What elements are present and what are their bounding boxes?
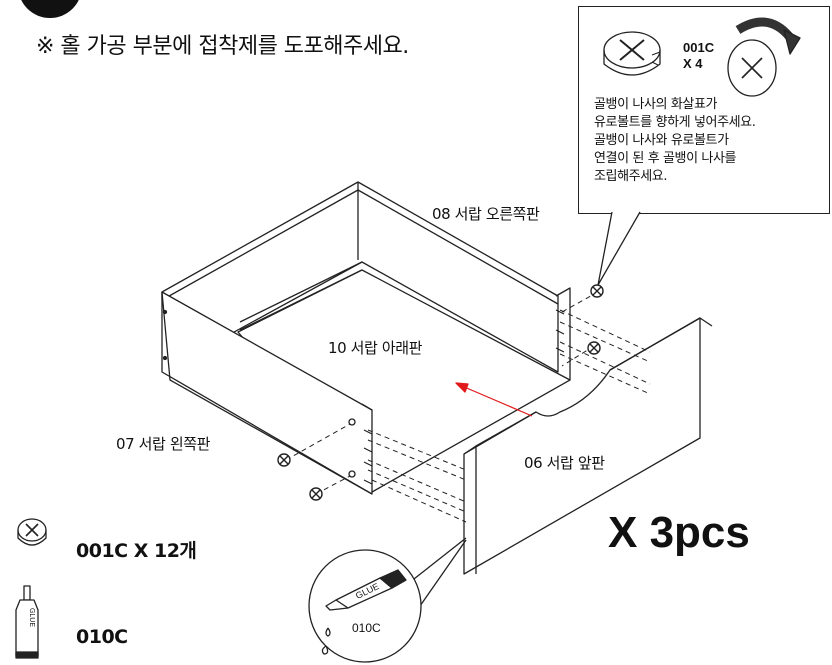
callout-note-line: 유로볼트를 향하게 넣어주세요. bbox=[594, 115, 756, 130]
label-left-panel: 07 서랍 왼쪽판 bbox=[116, 435, 211, 453]
part-label-glue: 010C bbox=[76, 626, 128, 648]
glue-instruction: ※ 홀 가공 부분에 접착제를 도포해주세요. bbox=[36, 34, 409, 59]
step-number-badge bbox=[18, 0, 82, 18]
quantity-label: X 3pcs bbox=[608, 508, 750, 557]
label-front-panel: 06 서랍 앞판 bbox=[524, 454, 605, 472]
cam-lock-icon bbox=[17, 518, 47, 546]
glue-tube-icon bbox=[15, 585, 39, 659]
cam-lock-callout-icon bbox=[603, 31, 661, 76]
back-panel bbox=[161, 181, 559, 373]
callout-note: 골뱅이 나사의 화살표가 유로볼트를 향하게 넣어주세요. 골뱅이 나사와 유로… bbox=[594, 96, 824, 186]
callout-pointer bbox=[597, 211, 641, 286]
label-bottom-panel: 10 서랍 아래판 bbox=[328, 339, 423, 357]
rotation-cam-icon bbox=[727, 17, 801, 97]
callout-note-line: 골뱅이 나사와 유로볼트가 bbox=[594, 133, 729, 148]
glue-icon-text: GLUE bbox=[28, 607, 36, 628]
callout-part-qty: X 4 bbox=[683, 56, 703, 71]
callout-note-line: 골뱅이 나사의 화살표가 bbox=[594, 97, 718, 112]
callout-part-code: 001C bbox=[683, 40, 715, 55]
part-label-cam-lock: 001C X 12개 bbox=[76, 540, 197, 562]
label-back-panel: 08 서랍 오른쪽판 bbox=[432, 205, 540, 223]
cam-lock-parts bbox=[277, 284, 604, 501]
glue-zoom-label: 010C bbox=[352, 621, 381, 635]
callout-note-line: 연결이 된 후 골뱅이 나사를 bbox=[594, 151, 737, 166]
callout-note-line: 조립해주세요. bbox=[594, 169, 668, 184]
front-panel bbox=[463, 317, 701, 575]
